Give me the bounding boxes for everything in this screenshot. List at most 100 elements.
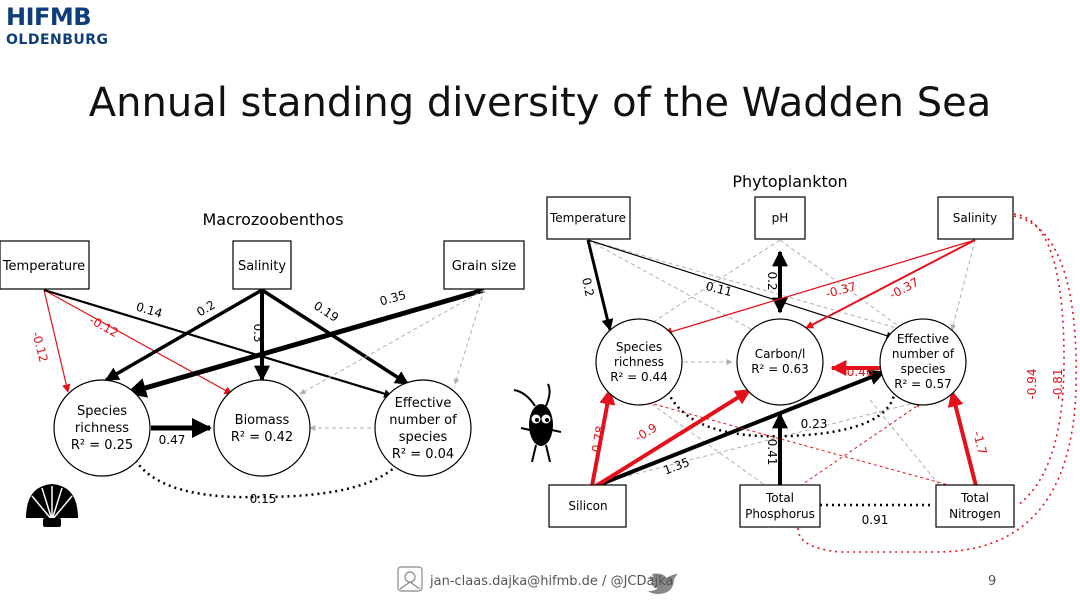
phyto-heading: Phytoplankton — [732, 172, 847, 191]
macro-label-temp-richness: -0.12 — [29, 330, 51, 364]
phyto-label-sal-p: -0.81 — [1051, 368, 1065, 399]
phyto-corr-rich-effective — [666, 391, 896, 438]
twitter-icon — [648, 573, 678, 594]
phyto-node-effective-line1: Effective — [897, 332, 949, 346]
phyto-box-salinity — [937, 196, 1014, 240]
phyto-arrow-sal-carbon — [805, 239, 976, 329]
phyto-box-nitrogen-line1: Total — [960, 491, 989, 505]
macro-heading: Macrozoobenthos — [202, 210, 343, 229]
phyto-arrow-temp-richness — [586, 239, 614, 332]
phyto-node-carbon-line1: Carbon/l — [755, 347, 806, 361]
macro-node-richness-line2: richness — [75, 421, 129, 436]
phyto-label-sal-richness: -0.37 — [824, 279, 858, 301]
macro-box-temperature — [0, 240, 90, 290]
phyto-node-richness-line2: richness — [614, 355, 664, 369]
macro-node-richness — [53, 379, 151, 477]
macro-label-temp-biomass: -0.12 — [87, 313, 121, 340]
phyto-box-ph-label: pH — [772, 211, 789, 225]
phyto-box-silicon-label: Silicon — [568, 499, 607, 513]
phyto-node-richness — [595, 318, 683, 406]
hifmb-logo: HIFMB — [6, 3, 92, 31]
phyto-box-silicon — [548, 484, 627, 528]
phyto-label-temp-richness: 0.2 — [579, 276, 597, 298]
macro-box-grain-size-label: Grain size — [452, 259, 517, 274]
phyto-box-nitrogen — [935, 484, 1015, 528]
macro-node-biomass-line2: R² = 0.42 — [231, 430, 293, 445]
macro-box-grain-size — [443, 240, 525, 290]
macro-label-rich-effective: 0.15 — [250, 492, 277, 506]
footer-contact: jan-claas.dajka@hifmb.de / @JCDajka — [430, 574, 674, 589]
phyto-corr-sal-n — [1013, 213, 1065, 506]
email-icon — [397, 566, 423, 592]
macro-arrow-grain-richness — [126, 287, 485, 398]
phyto-node-carbon-line2: R² = 0.63 — [751, 362, 809, 376]
phyto-label-sal-n: -0.94 — [1025, 368, 1039, 399]
macro-node-effective-line1: Effective — [395, 396, 452, 411]
macro-arrow-temp-effective — [43, 288, 393, 398]
shell-icon — [26, 484, 78, 527]
phyto-arrow-n-richness — [645, 401, 953, 487]
macro-box-salinity-label: Salinity — [238, 259, 286, 274]
macro-arrow-grain-biomass — [299, 289, 485, 395]
macro-arrow-sal-richness — [104, 288, 263, 382]
phyto-node-effective-line3: species — [901, 362, 946, 376]
phyto-arrow-temp-effective — [587, 239, 895, 340]
phyto-label-n-effective: -1.7 — [970, 430, 989, 456]
phyto-label-si-carbon: -0.9 — [632, 420, 659, 444]
macro-arrow-grain-effective — [453, 289, 485, 385]
phyto-node-effective-line4: R² = 0.57 — [894, 377, 952, 391]
phyto-node-effective — [879, 318, 967, 406]
phyto-box-ph — [754, 196, 806, 240]
phyto-arrow-p-effective — [799, 403, 921, 487]
hifmb-logo-subtitle: OLDENBURG — [6, 32, 109, 48]
phyto-label-sal-carbon: -0.37 — [887, 275, 921, 302]
macro-node-biomass — [213, 379, 311, 477]
phyto-arrow-n-effective — [947, 390, 978, 487]
macro-label-rich-biomass: 0.47 — [159, 433, 186, 447]
macro-node-richness-line3: R² = 0.25 — [71, 438, 133, 453]
macro-node-biomass-line1: Biomass — [235, 413, 290, 428]
phyto-corr-sal-p — [797, 215, 1078, 553]
phyto-node-richness-line3: R² = 0.44 — [610, 370, 668, 384]
phyto-node-effective-line2: number of — [892, 347, 955, 361]
macro-arrow-temp-richness — [43, 289, 71, 393]
phyto-label-temp-effective: 0.11 — [704, 279, 733, 299]
phyto-box-temperature — [546, 196, 631, 240]
macro-arrow-temp-biomass — [43, 289, 233, 395]
phyto-box-nitrogen-line2: Nitrogen — [949, 507, 1001, 521]
plankton-icon — [513, 383, 562, 463]
macro-node-effective — [374, 379, 472, 477]
phyto-label-p-n: 0.91 — [862, 513, 889, 527]
macro-arrow-sal-effective — [261, 288, 410, 386]
phyto-arrow-si-carbon — [594, 388, 752, 488]
phyto-box-phosphorus-line2: Phosphorus — [745, 507, 815, 521]
phyto-label-rich-effective: 0.23 — [801, 417, 828, 431]
macro-label-temp-effective: 0.14 — [134, 300, 164, 321]
macro-node-effective-line4: R² = 0.04 — [392, 447, 454, 462]
phyto-label-ph-carbon: 0.2 — [765, 271, 779, 290]
phyto-label-p-carbon: 0.41 — [765, 439, 779, 466]
macro-label-sal-biomass: 0.3 — [251, 323, 265, 342]
phyto-box-temperature-label: Temperature — [549, 211, 626, 225]
macro-node-richness-line1: Species — [77, 404, 127, 419]
page-number: 9 — [988, 574, 997, 589]
macro-label-grain-richness: 0.35 — [378, 288, 408, 309]
phyto-box-salinity-label: Salinity — [953, 211, 997, 225]
slide-title: Annual standing diversity of the Wadden … — [88, 80, 992, 126]
phyto-box-phosphorus — [739, 484, 821, 528]
macro-label-sal-effective: 0.19 — [311, 298, 341, 324]
phyto-label-eff-carbon: -0.46 — [842, 365, 873, 379]
macro-box-salinity — [232, 240, 292, 290]
macro-box-temperature-label: Temperature — [2, 259, 85, 274]
macro-node-effective-line3: species — [399, 430, 448, 445]
phyto-arrow-si-richness — [590, 388, 616, 487]
phyto-arrow-si-effective — [595, 369, 886, 488]
phyto-node-carbon — [736, 318, 824, 406]
phyto-label-si-richness: -0.78 — [588, 425, 607, 458]
phyto-node-richness-line1: Species — [616, 340, 662, 354]
phyto-box-phosphorus-line1: Total — [765, 491, 794, 505]
phyto-arrow-sal-richness — [663, 239, 976, 336]
macro-node-effective-line2: number of — [389, 413, 457, 428]
